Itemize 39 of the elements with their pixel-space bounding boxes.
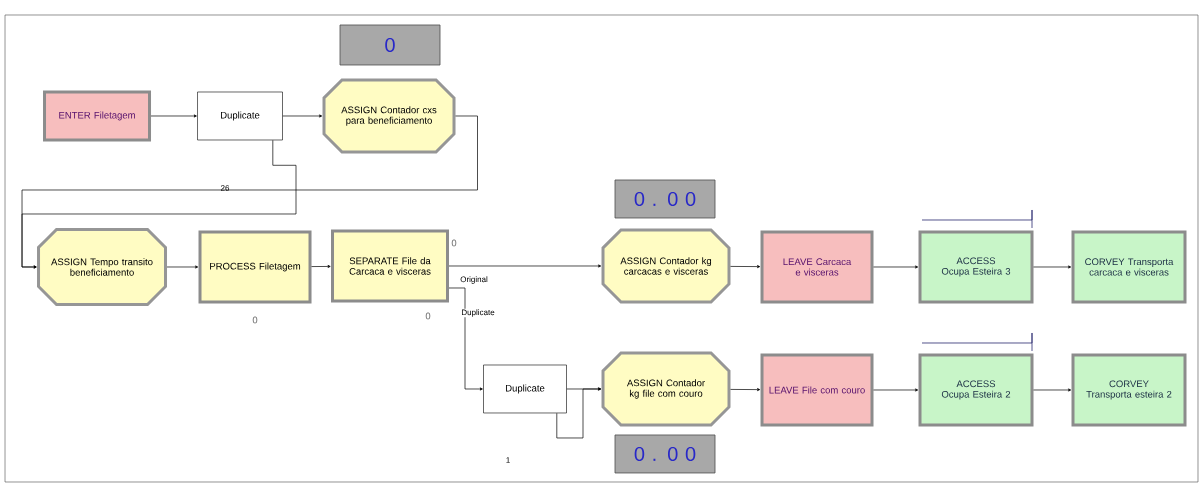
connector [1033,388,1072,392]
connector [21,139,297,269]
connector [311,264,331,268]
connector [556,387,602,439]
module-block: LEAVE File com couro [760,353,874,427]
connector [1033,265,1072,269]
connector [448,287,483,391]
connector [150,114,197,118]
conveyor-block: CORVEY Transporta carcaca e visceras [1071,230,1187,304]
count-label: 26 [220,185,230,191]
counter-display: 0 [339,24,441,66]
connector [873,265,919,269]
connector [730,388,761,392]
counter-value: 0 [451,239,457,247]
access-block: ACCESS Ocupa Esteira 3 [918,230,1034,304]
separate-block: SEPARATE File da Carcaca e visceras [331,229,449,303]
counter-value: 0 [252,316,258,324]
connector [730,265,761,269]
counter-value: 0 [425,312,431,320]
assign-block: ASSIGN Tempo transito beneficiamento [37,228,167,306]
module-block: LEAVE Carcaca e visceras [760,230,874,304]
process-block: PROCESS Filetagem [198,230,312,304]
assign-block: ASSIGN Contador kg carcacas e visceras [601,228,731,304]
edge-label: Original [460,276,488,284]
count-label: 1 [506,457,510,463]
module-block: ENTER Filetagem [43,90,151,142]
assign-block: ASSIGN Contador cxs para beneficiamento [322,78,456,154]
counter-display: 0 . 0 0 [614,434,716,474]
duplicate-box: Duplicate [483,364,567,414]
access-block: ACCESS Ocupa Esteira 2 [918,353,1034,427]
connector [166,265,199,269]
conveyor-block: CORVEY Transporta esteira 2 [1071,353,1187,427]
duplicate-box: Duplicate [197,91,283,141]
counter-display: 0 . 0 0 [614,179,716,219]
connector [282,114,323,118]
connector [873,388,919,392]
edge-label: Duplicate [462,309,495,317]
connector [448,264,602,268]
assign-block: ASSIGN Contador kg file com couro [601,351,731,427]
